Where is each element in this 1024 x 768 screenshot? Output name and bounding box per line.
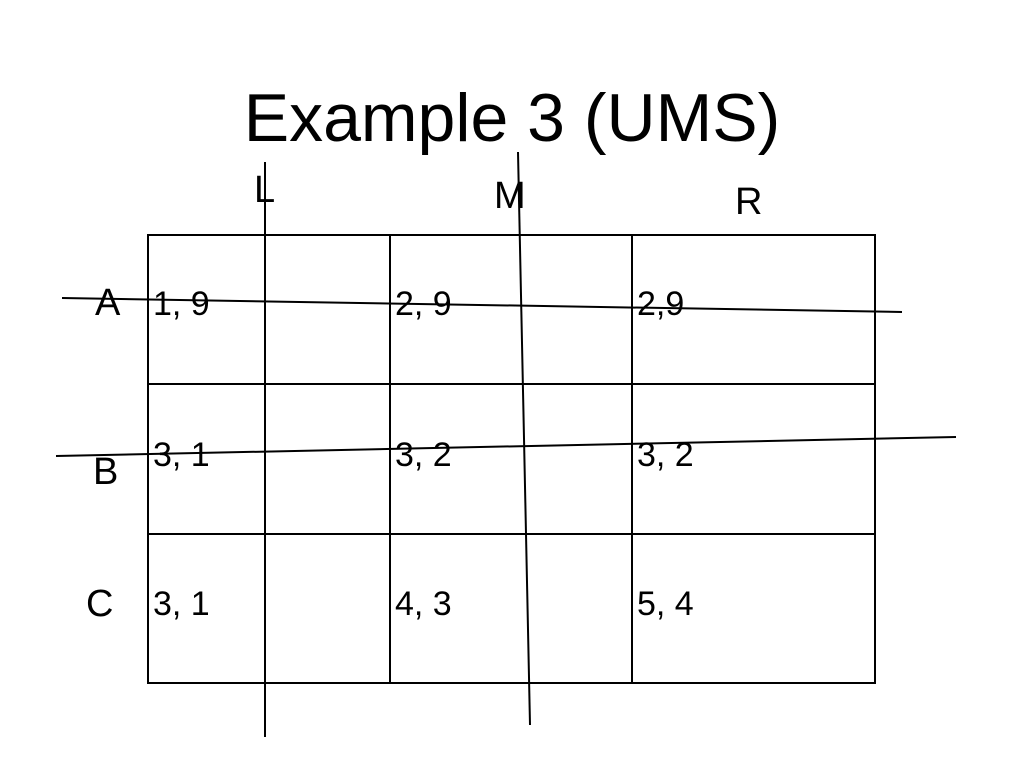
payoff-cell: 3, 2 [637, 436, 694, 474]
row-label-A: A [95, 282, 121, 324]
payoff-cell: 3, 2 [395, 436, 452, 474]
column-label-R: R [735, 181, 763, 223]
matrix-border [147, 234, 876, 684]
row-label-C: C [86, 583, 114, 625]
slide-title: Example 3 (UMS) [243, 80, 781, 156]
payoff-cell: 3, 1 [153, 436, 210, 474]
payoff-cell: 4, 3 [395, 585, 452, 623]
payoff-cell: 5, 4 [637, 585, 694, 623]
payoff-cell: 2, 9 [395, 285, 452, 323]
column-label-L: L [254, 169, 276, 211]
row-label-B: B [93, 451, 119, 493]
column-label-M: M [494, 175, 526, 217]
strike-line-column-M [517, 151, 531, 726]
payoff-cell: 2,9 [637, 285, 685, 323]
payoff-cell: 1, 9 [153, 285, 210, 323]
payoff-cell: 3, 1 [153, 585, 210, 623]
